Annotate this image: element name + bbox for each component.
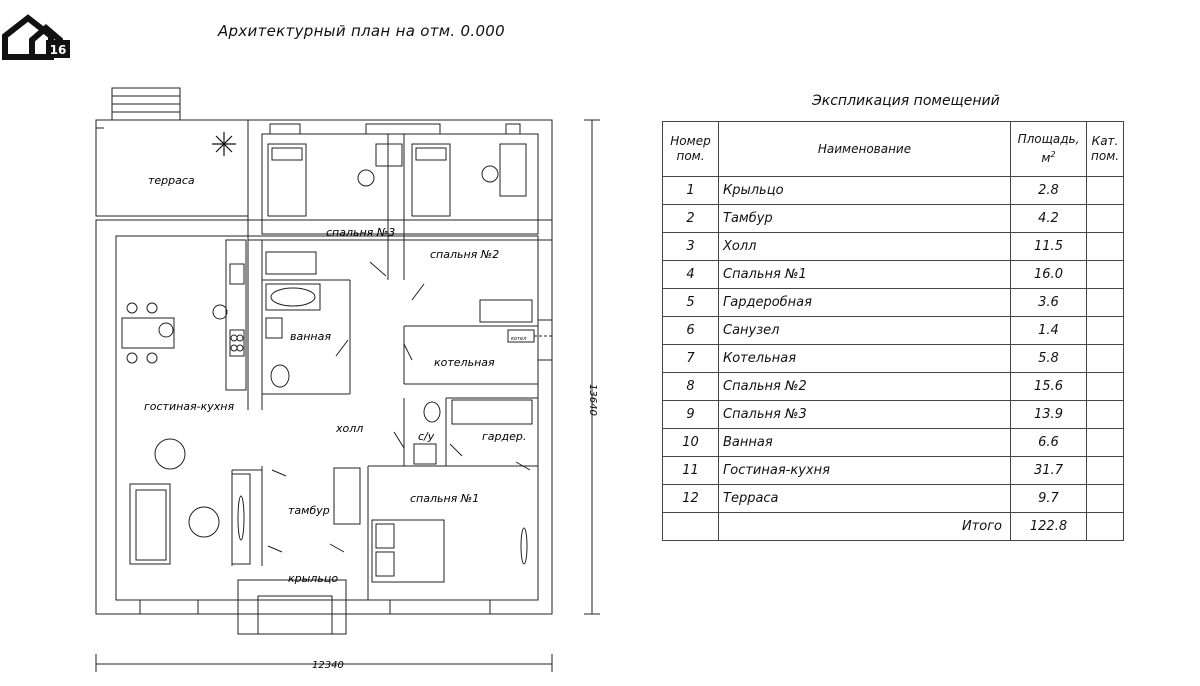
- cell-num: 8: [662, 372, 719, 401]
- header-area: Площадь,м2: [1010, 121, 1087, 177]
- cell-name: Спальня №1: [718, 260, 1011, 289]
- logo-badge: 16: [50, 43, 67, 57]
- room-label-wc: с/у: [418, 430, 435, 443]
- cell-num: 9: [662, 400, 719, 429]
- cell-num: 1: [662, 176, 719, 205]
- cell-cat: [1085, 456, 1125, 485]
- logo-house-icon: 16: [2, 14, 70, 60]
- cell-num: 5: [662, 288, 719, 317]
- header-cat: Кат. пом.: [1085, 121, 1125, 177]
- cell-cat: [1085, 316, 1125, 345]
- room-label-bedroom1: спальня №1: [410, 492, 479, 505]
- cell-area: 31.7: [1010, 456, 1087, 485]
- cell-cat: [1085, 372, 1125, 401]
- cell-area: 5.8: [1010, 344, 1087, 373]
- cell-area: 3.6: [1010, 288, 1087, 317]
- room-label-bedroom3: спальня №3: [326, 226, 395, 239]
- cell-num: 6: [662, 316, 719, 345]
- cell-num: 12: [662, 484, 719, 513]
- cell-cat: [1085, 484, 1125, 513]
- cell-name: Гардеробная: [718, 288, 1011, 317]
- cell-cat: [1085, 400, 1125, 429]
- cell-area: 15.6: [1010, 372, 1087, 401]
- room-label-living-kitchen: гостиная-кухня: [144, 400, 234, 413]
- cell-area: 16.0: [1010, 260, 1087, 289]
- cell-area: 11.5: [1010, 232, 1087, 261]
- cell-name: Котельная: [718, 344, 1011, 373]
- cell-name: Крыльцо: [718, 176, 1011, 205]
- cell-area: 6.6: [1010, 428, 1087, 457]
- cell-name: Санузел: [718, 316, 1011, 345]
- room-label-vestibule: тамбур: [288, 504, 330, 517]
- cell-area: 13.9: [1010, 400, 1087, 429]
- room-label-wardrobe: гардер.: [482, 430, 526, 443]
- plan-title: Архитектурный план на отм. 0.000: [218, 22, 505, 40]
- boiler-unit-label: котел: [511, 336, 527, 342]
- cell-num: 3: [662, 232, 719, 261]
- cell-area: 9.7: [1010, 484, 1087, 513]
- cell-cat: [1085, 204, 1125, 233]
- room-label-terrace: терраса: [148, 174, 195, 187]
- cell-num: 10: [662, 428, 719, 457]
- room-label-hall: холл: [335, 422, 363, 435]
- cell-area: 1.4: [1010, 316, 1087, 345]
- cell-name: Ванная: [718, 428, 1011, 457]
- room-label-bathroom: ванная: [290, 330, 331, 343]
- cell-num: 4: [662, 260, 719, 289]
- cell-area: 4.2: [1010, 204, 1087, 233]
- cell-area: 2.8: [1010, 176, 1087, 205]
- cell-name: Тамбур: [718, 204, 1011, 233]
- cell-num: 2: [662, 204, 719, 233]
- cell-cat: [1085, 260, 1125, 289]
- room-label-porch: крыльцо: [288, 572, 338, 585]
- cell-name: Терраса: [718, 484, 1011, 513]
- room-label-boiler: котельная: [434, 356, 495, 369]
- floor-plan: терраса спальня №3 спальня №2 ванная кот…: [95, 87, 600, 672]
- room-label-bedroom2: спальня №2: [430, 248, 499, 261]
- cell-cat: [1085, 176, 1125, 205]
- cell-name: Спальня №2: [718, 372, 1011, 401]
- cell-cat: [1085, 232, 1125, 261]
- cell-num: 11: [662, 456, 719, 485]
- cell-num: 7: [662, 344, 719, 373]
- cell-name: Спальня №3: [718, 400, 1011, 429]
- cell-name: Гостиная-кухня: [718, 456, 1011, 485]
- header-name: Наименование: [718, 121, 1011, 177]
- cell-name: Холл: [718, 232, 1011, 261]
- table-header-row: Номер пом. Наименование Площадь,м2 Кат. …: [662, 121, 1125, 177]
- cell-cat: [1085, 288, 1125, 317]
- cell-cat: [1085, 344, 1125, 373]
- cell-cat: [1085, 428, 1125, 457]
- dimension-width: 12340: [312, 660, 344, 671]
- total-label: Итого: [718, 512, 1011, 541]
- header-num: Номер пом.: [662, 121, 719, 177]
- total-value: 122.8: [1010, 512, 1087, 541]
- explication-table: Номер пом. Наименование Площадь,м2 Кат. …: [662, 121, 1125, 541]
- explication-title: Экспликация помещений: [812, 93, 1000, 109]
- dimension-height: 13640: [587, 384, 598, 416]
